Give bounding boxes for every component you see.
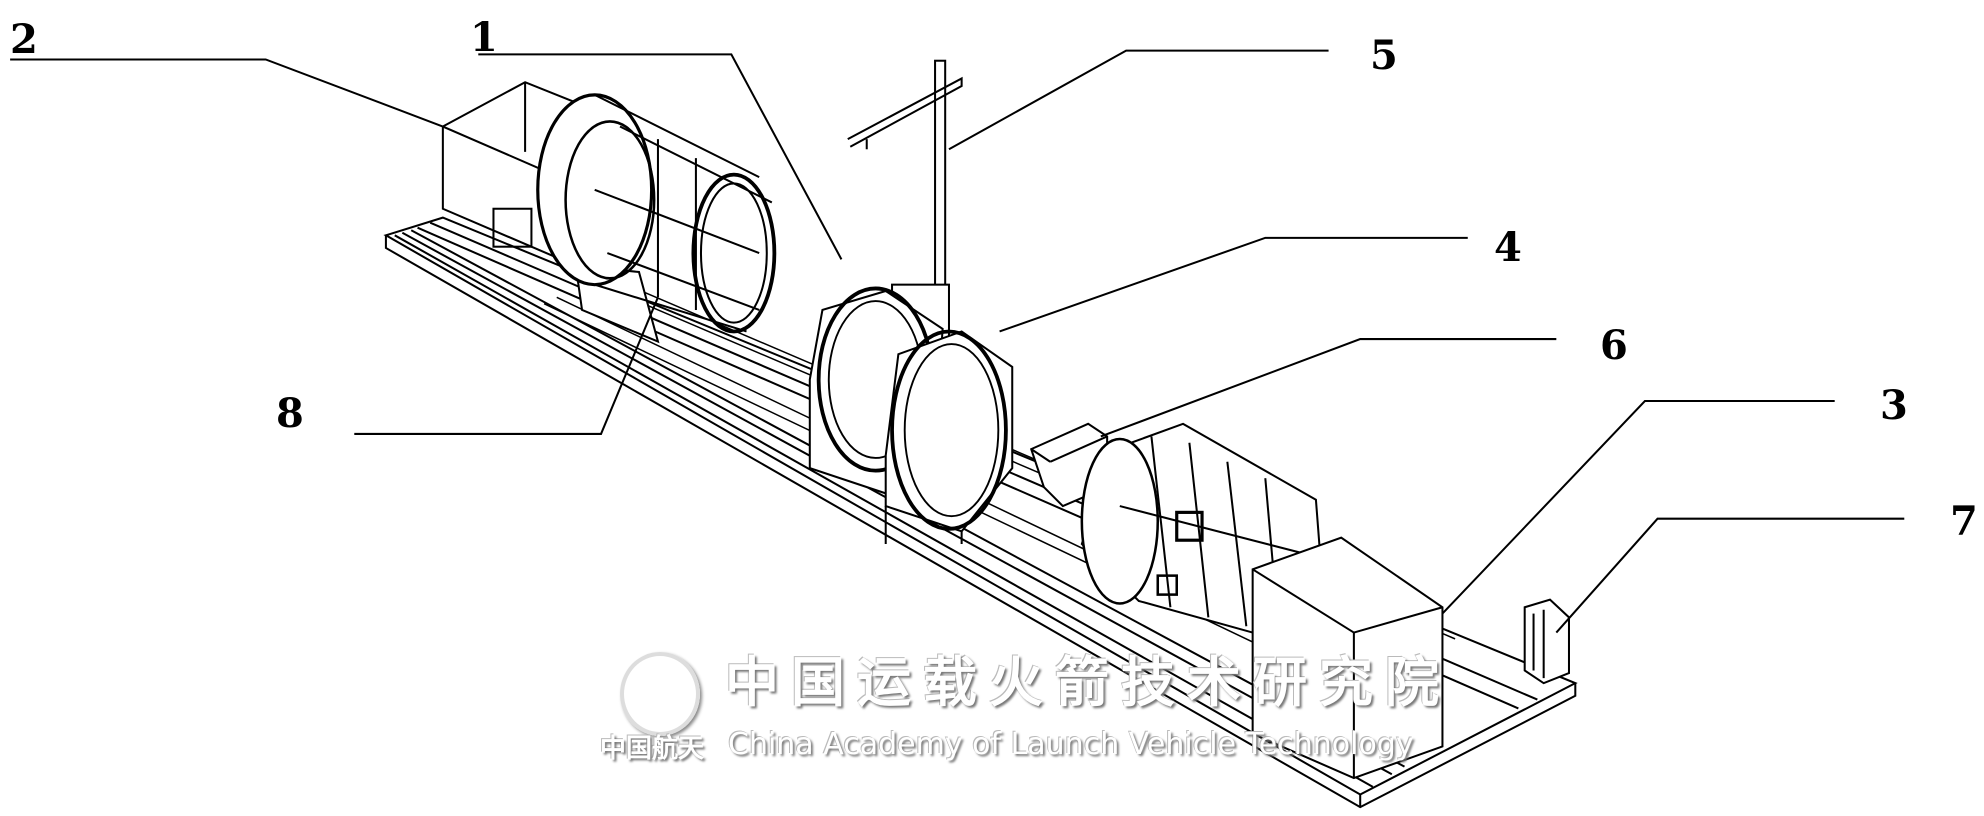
label-7: 7 (1950, 498, 1978, 545)
watermark-short: 中国航天 (600, 734, 705, 764)
watermark-chinese: 中国运载火箭技术研究院 (725, 651, 1451, 714)
leader-line-5 (948, 49, 1329, 151)
middle-ring-fixtures (808, 286, 1014, 544)
leader-line-6 (1100, 338, 1557, 438)
leader-line-3 (1441, 400, 1835, 615)
leader-line-4 (999, 236, 1468, 333)
end-post (1523, 598, 1570, 685)
watermark-english: China Academy of Launch Vehicle Technolo… (728, 727, 1414, 762)
leader-lines (10, 49, 1905, 634)
leader-line-2 (10, 58, 444, 128)
leader-line-1 (478, 53, 843, 260)
label-4: 4 (1494, 224, 1522, 271)
left-cage-fixture (536, 93, 777, 334)
label-2: 2 (10, 16, 38, 63)
casc-logo (620, 652, 700, 736)
label-3: 3 (1880, 382, 1908, 429)
leader-line-7 (1555, 517, 1905, 634)
label-1: 1 (470, 14, 498, 61)
right-housing-box (1251, 536, 1444, 780)
label-5: 5 (1370, 32, 1398, 79)
label-6: 6 (1600, 322, 1628, 369)
leader-line-8 (354, 296, 659, 435)
label-8: 8 (276, 390, 304, 437)
